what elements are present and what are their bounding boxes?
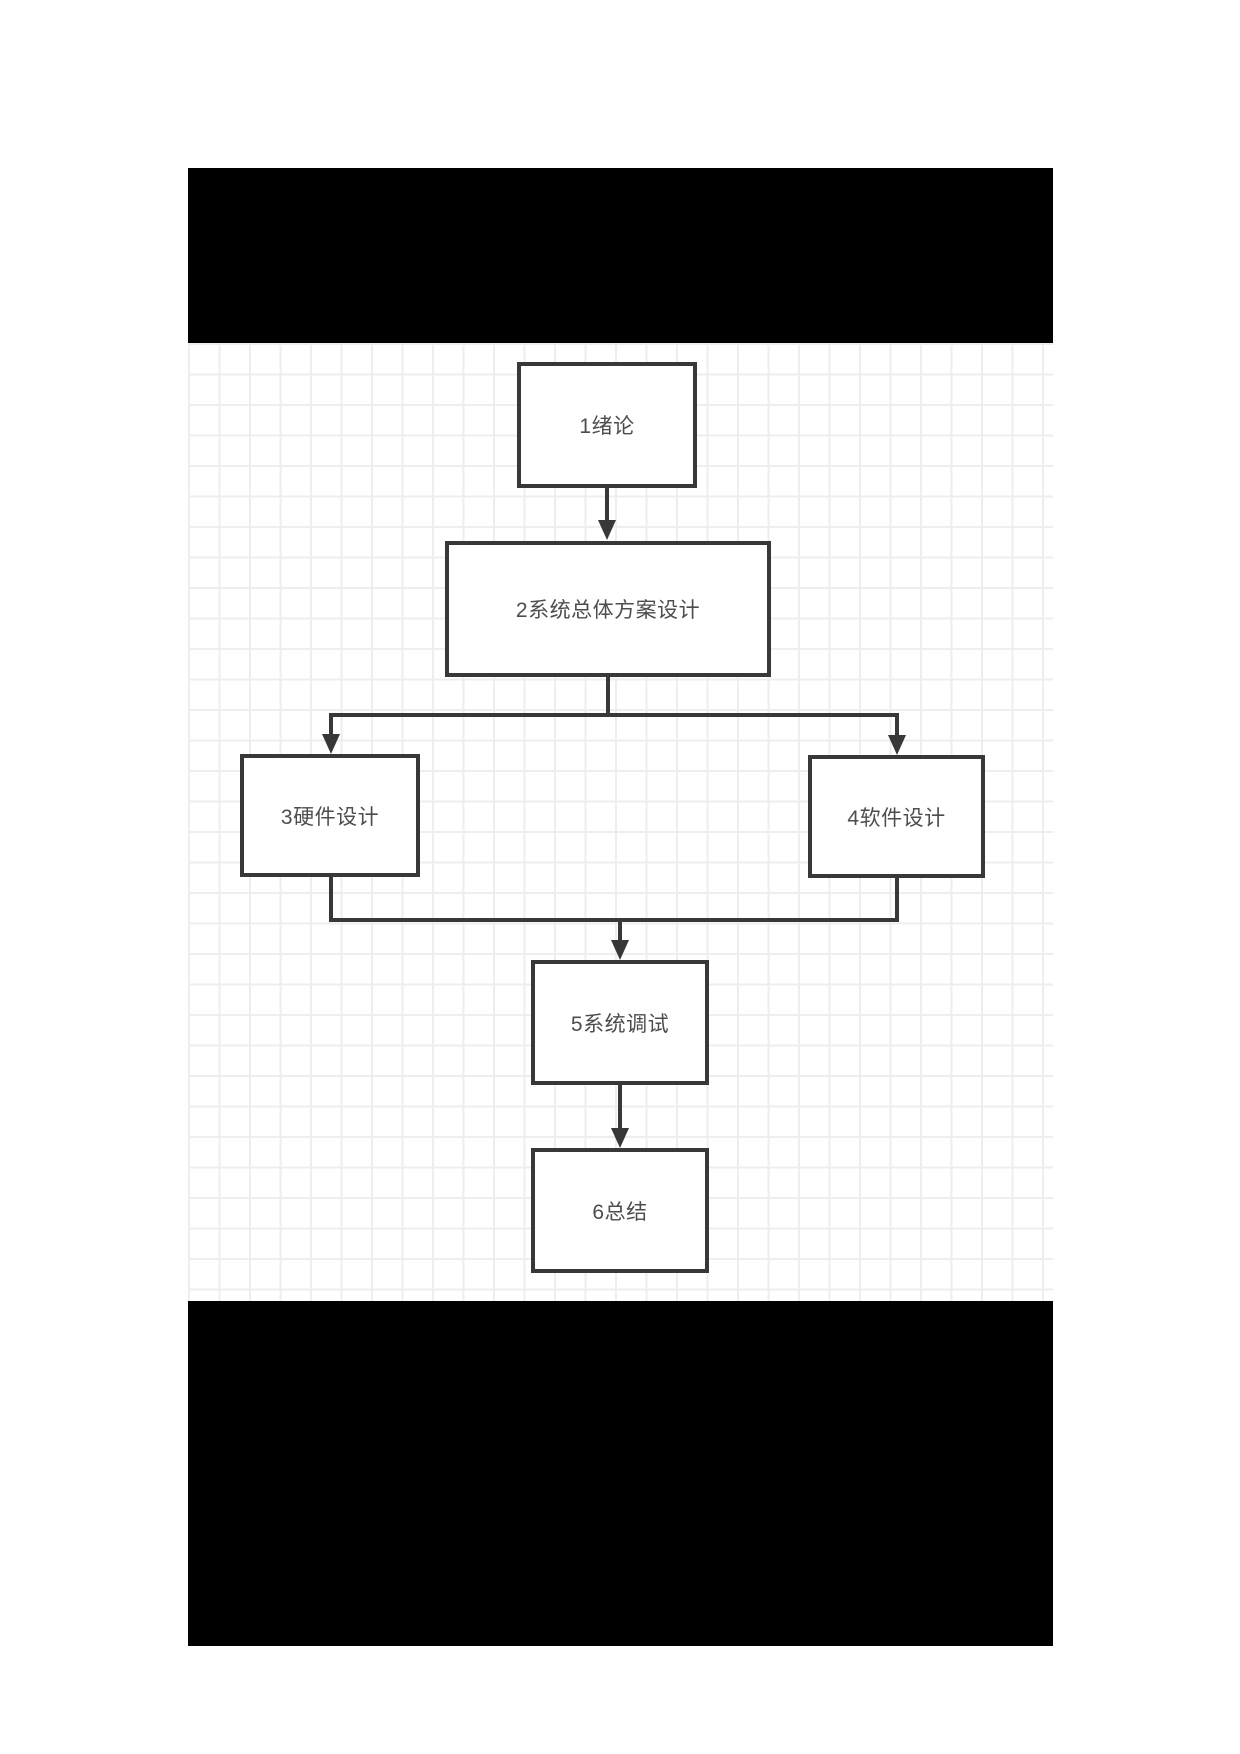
branch-line (329, 713, 899, 717)
flow-node-summary-label: 6总结 (592, 1200, 648, 1224)
flow-node-overall-scheme-design: 2系统总体方案设计 (445, 541, 771, 677)
edge-n2-branch-stem (606, 677, 610, 717)
flow-node-system-debugging-label: 5系统调试 (570, 1012, 670, 1036)
edge-n3-merge-stem (329, 877, 333, 922)
flow-node-introduction: 1绪论 (517, 362, 697, 488)
edge-n2-n4-stem (895, 713, 899, 735)
top-redacted-block (188, 168, 1053, 343)
edge-n2-n3-stem (329, 713, 333, 734)
flow-node-hardware-design-label: 3硬件设计 (280, 805, 380, 829)
bottom-redacted-block (188, 1301, 1053, 1646)
edge-n2-n4-arrowhead-icon (888, 735, 906, 755)
flow-node-hardware-design: 3硬件设计 (240, 754, 420, 877)
edge-merge-n5-stem (618, 918, 622, 940)
flow-node-introduction-label: 1绪论 (579, 415, 635, 438)
edge-n5-n6-stem (618, 1085, 622, 1128)
edge-n4-merge-stem (895, 878, 899, 922)
flow-node-software-design-label: 4软件设计 (847, 806, 946, 830)
edge-n2-n3-arrowhead-icon (322, 734, 340, 754)
flow-node-software-design: 4软件设计 (808, 755, 985, 878)
flow-node-system-debugging: 5系统调试 (531, 960, 709, 1085)
edge-merge-n5-arrowhead-icon (611, 940, 629, 960)
flow-node-overall-scheme-design-label: 2系统总体方案设计 (515, 599, 701, 622)
merge-line (329, 918, 899, 922)
edge-n5-n6-arrowhead-icon (611, 1128, 629, 1148)
edge-n1-n2-arrowhead-icon (598, 520, 616, 540)
edge-n1-n2-stem (605, 488, 609, 520)
flow-node-summary: 6总结 (531, 1148, 709, 1273)
